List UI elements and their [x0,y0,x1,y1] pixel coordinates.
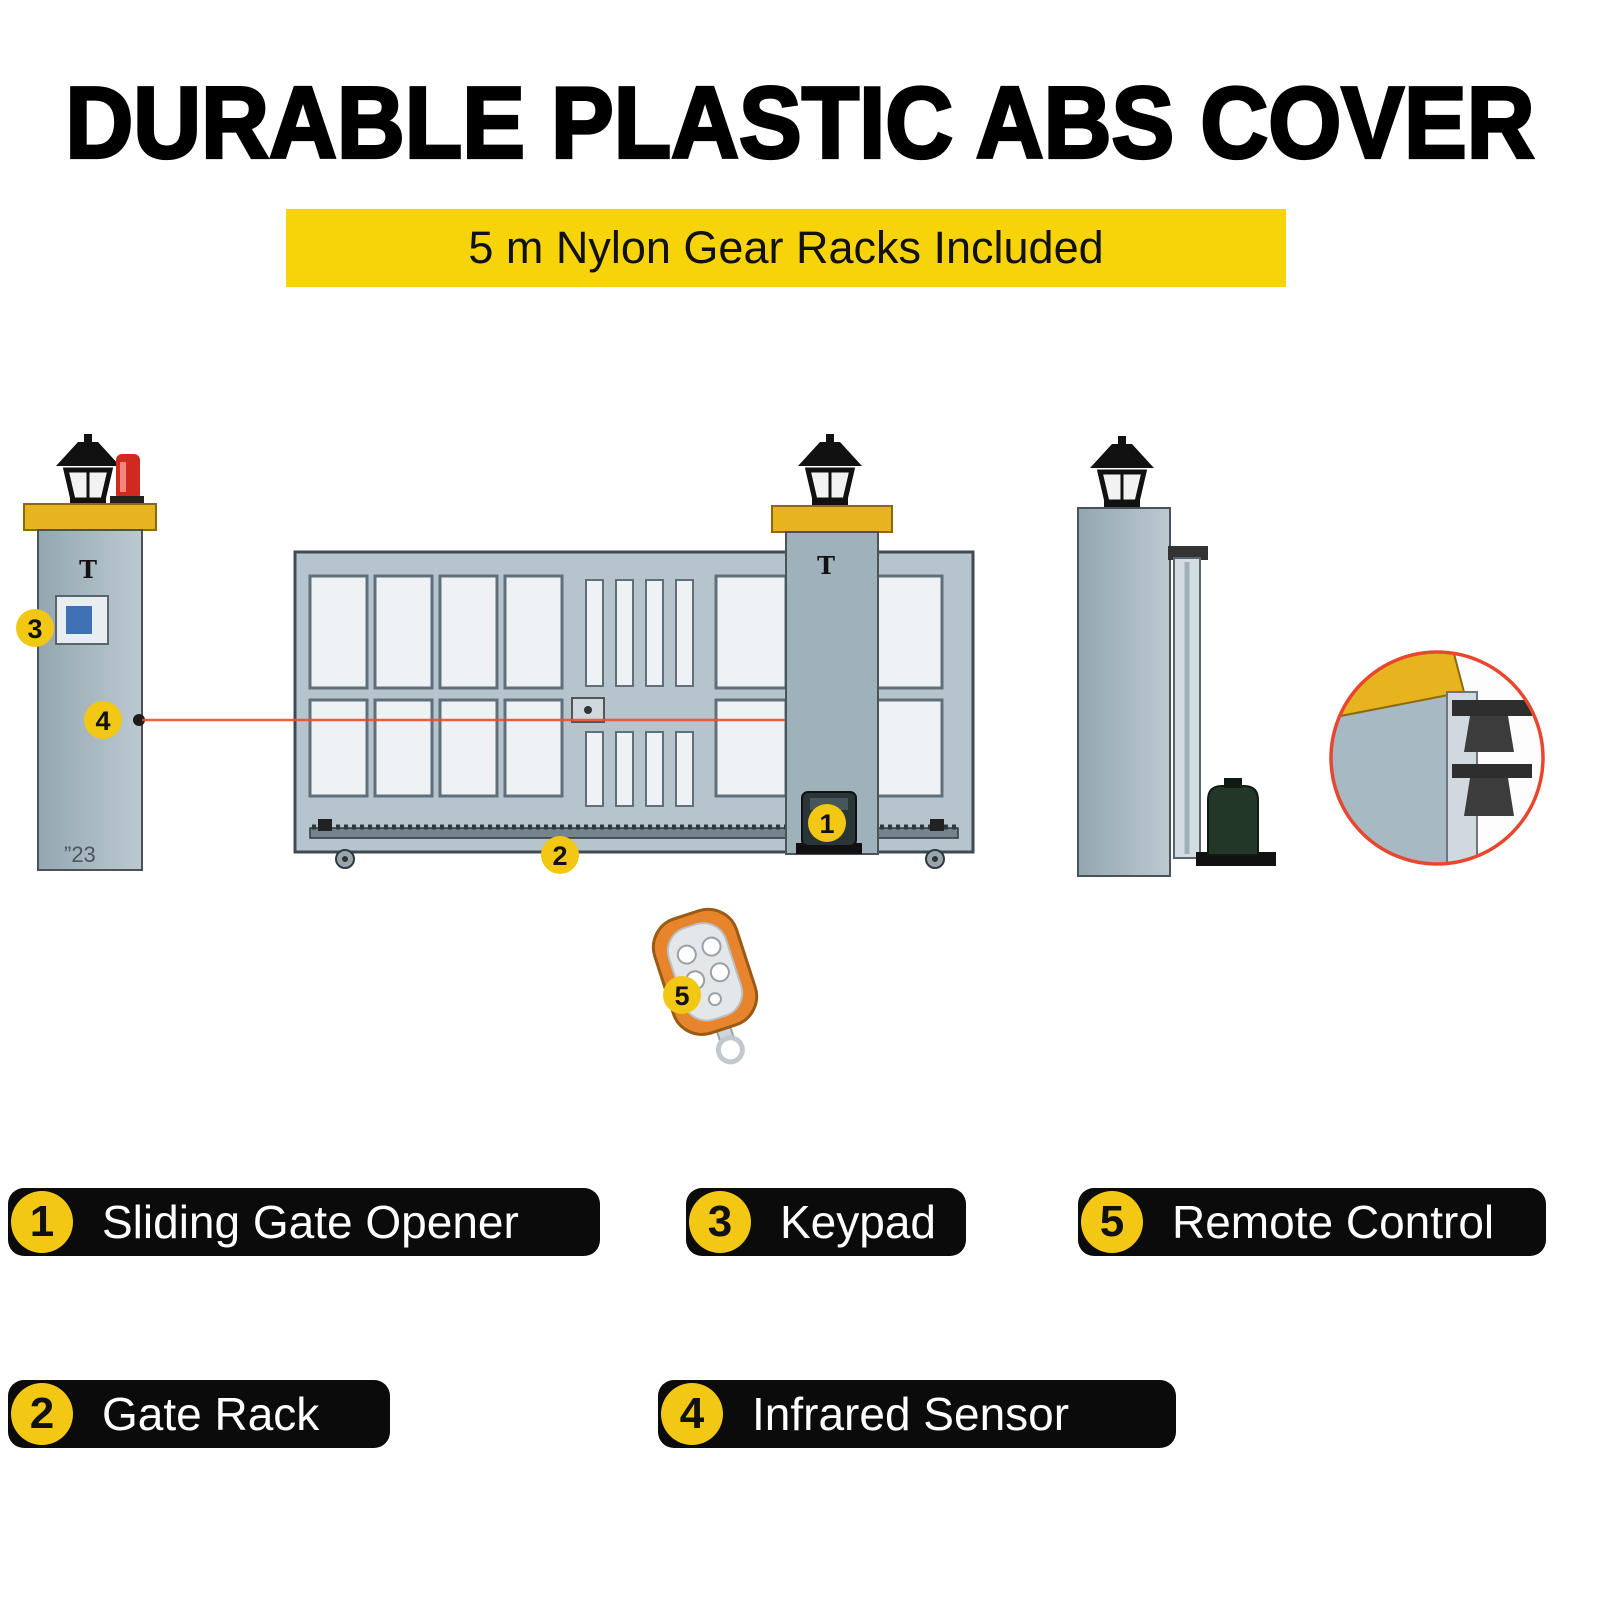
logo-mark: T [817,551,835,580]
pillar-cap [23,503,157,531]
marker-infrared-sensor: 4 [84,701,122,739]
gate-center-slats [585,579,694,807]
detail-inset [1329,650,1545,866]
legend-number-badge: 5 [1081,1191,1143,1253]
legend-item-gate-rack: 2 Gate Rack [8,1380,390,1448]
opener-motor-side [1207,785,1259,856]
svg-text:1: 1 [819,809,834,839]
page-title: DURABLE PLASTIC ABS COVER [64,65,1536,180]
legend-number-badge: 1 [11,1191,73,1253]
pillar-inscription: ”23 [64,842,96,867]
legend-label: Keypad [780,1196,937,1248]
legend-item-infrared-sensor: 4 Infrared Sensor [658,1380,1176,1448]
legend-label: Gate Rack [102,1388,320,1440]
legend-label: Infrared Sensor [752,1388,1070,1440]
inset-ring [1329,650,1545,866]
lamp-icon [56,434,120,506]
svg-text:3: 3 [27,614,42,644]
gate-diagram: T ”23 [0,400,1600,1100]
legend-number-badge: 3 [689,1191,751,1253]
marker-sliding-gate-opener: 1 [808,804,846,842]
marker-keypad: 3 [16,609,54,647]
legend-item-sliding-gate-opener: 1 Sliding Gate Opener [8,1188,600,1256]
gate-wheels [335,849,945,869]
gate-windows-left [308,574,564,798]
alarm-beacon [116,454,140,500]
legend-number-badge: 2 [11,1383,73,1445]
legend-label: Sliding Gate Opener [102,1196,519,1248]
lamp-icon [798,434,862,506]
left-pillar: T ”23 [23,434,157,871]
marker-remote-control: 5 [663,976,701,1014]
svg-text:4: 4 [95,706,110,736]
legend-number-badge: 4 [661,1383,723,1445]
svg-text:5: 5 [674,981,689,1011]
marker-gate-rack: 2 [541,836,579,874]
subtitle-banner: 5 m Nylon Gear Racks Included [286,209,1286,287]
infrared-sensor [133,714,145,726]
pillar-body [1077,507,1171,877]
legend-item-remote-control: 5 Remote Control [1078,1188,1546,1256]
logo-mark: T [79,555,97,584]
subtitle-text: 5 m Nylon Gear Racks Included [468,222,1104,273]
lamp-icon [1090,436,1154,508]
svg-text:2: 2 [552,841,567,871]
pillar-cap [771,505,893,533]
right-pillar-assembly [1077,436,1276,877]
pillar-body [37,529,143,871]
legend-item-keypad: 3 Keypad [686,1188,966,1256]
legend-label: Remote Control [1172,1196,1495,1248]
illustration-svg: T ”23 [16,400,1545,1065]
